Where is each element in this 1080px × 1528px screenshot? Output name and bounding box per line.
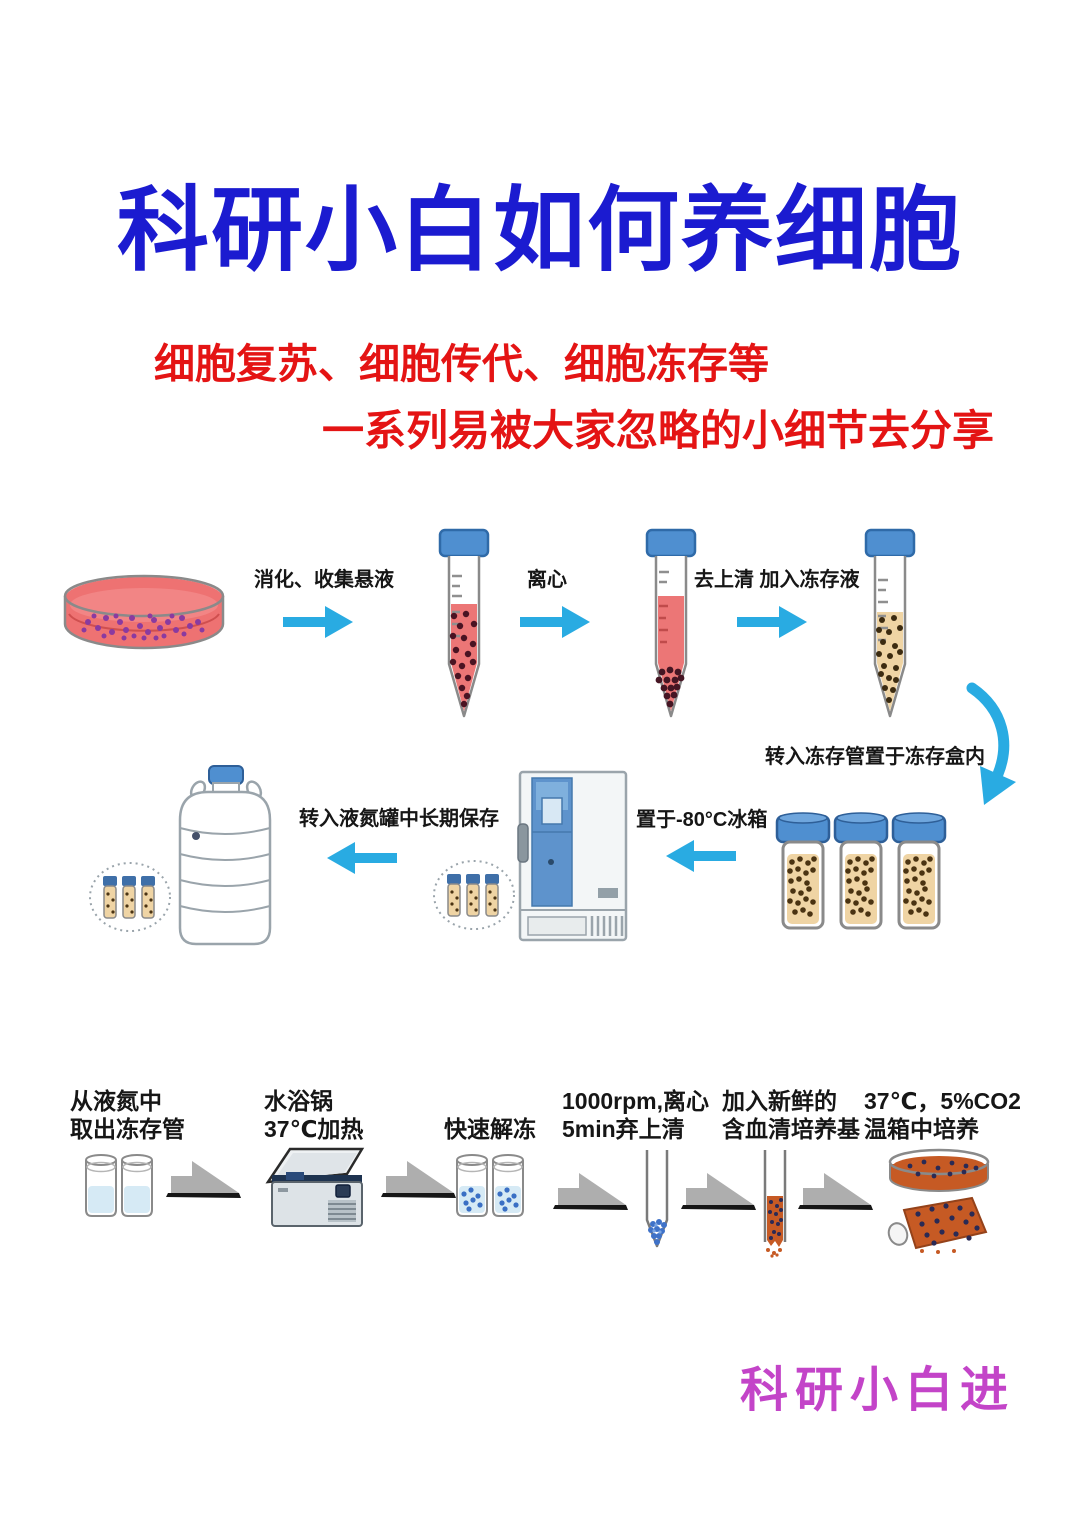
tube-suspension-icon bbox=[438, 528, 490, 718]
step-arrow-icon bbox=[798, 1173, 873, 1210]
petri-dish-icon bbox=[63, 574, 225, 650]
culture-dish-flask-icon bbox=[887, 1148, 990, 1254]
thaw-step5-label-line2: 含血清培养基 bbox=[722, 1116, 860, 1142]
centrifuged-tube-icon bbox=[645, 1150, 669, 1248]
thaw-step3-label: 快速解冻 bbox=[444, 1116, 536, 1142]
step-arrow-icon bbox=[166, 1161, 241, 1198]
arrow-left-icon bbox=[666, 840, 736, 872]
arrow-left-icon bbox=[327, 842, 397, 874]
centrifuge-step-label: 离心 bbox=[527, 569, 567, 591]
tube-pellet-icon bbox=[645, 528, 697, 718]
thaw-step2-label-line1: 水浴锅 bbox=[264, 1088, 333, 1114]
resuspended-tube-icon bbox=[763, 1150, 787, 1258]
arrow-right-icon bbox=[520, 606, 590, 638]
liquid-nitrogen-tank-icon bbox=[178, 765, 272, 946]
arrow-right-icon bbox=[737, 606, 807, 638]
step-arrow-icon bbox=[553, 1173, 628, 1210]
frozen-vial-pair-icon bbox=[85, 1154, 153, 1217]
subtitle-line2: 一系列易被大家忽略的小细节去分享 bbox=[322, 407, 995, 454]
footer-tagline: 科研小白进 bbox=[740, 1364, 1016, 1417]
step-arrow-icon bbox=[681, 1173, 756, 1210]
thaw-step1-label-line1: 从液氮中 bbox=[70, 1088, 162, 1114]
step-arrow-icon bbox=[381, 1161, 456, 1198]
cryobox-vials-circle-icon bbox=[433, 860, 515, 930]
thawed-vial-pair-icon bbox=[456, 1154, 524, 1217]
subtitle-line1: 细胞复苏、细胞传代、细胞冻存等 bbox=[154, 341, 769, 387]
thaw-step1-label-line2: 取出冻存管 bbox=[70, 1116, 185, 1142]
page-title: 科研小白如何养细胞 bbox=[116, 180, 963, 282]
thaw-step4-label-line1: 1000rpm,离心 bbox=[562, 1088, 710, 1114]
ultra-freezer-icon bbox=[517, 770, 628, 942]
freezer-step-label: 置于-80°C冰箱 bbox=[636, 809, 768, 831]
thaw-step5-label-line1: 加入新鲜的 bbox=[722, 1088, 837, 1114]
stored-vials-circle-icon bbox=[89, 862, 171, 932]
cryovial-trio-icon bbox=[775, 811, 947, 930]
supernatant-step-label: 去上清 加入冻存液 bbox=[694, 569, 860, 591]
nitrogen-step-label: 转入液氮罐中长期保存 bbox=[299, 808, 499, 830]
thaw-step6-label-line2: 温箱中培养 bbox=[864, 1116, 979, 1142]
thaw-step4-label-line2: 5min弃上清 bbox=[562, 1116, 685, 1142]
arrow-right-icon bbox=[283, 606, 353, 638]
thaw-step2-label-line2: 37℃加热 bbox=[264, 1116, 364, 1142]
water-bath-icon bbox=[265, 1147, 365, 1227]
transfer-box-label: 转入冻存管置于冻存盒内 bbox=[765, 746, 985, 768]
curved-arrow-down-icon bbox=[966, 682, 1016, 805]
digest-step-label: 消化、收集悬液 bbox=[254, 569, 394, 591]
tube-cryomedium-icon bbox=[864, 528, 916, 718]
thaw-step6-label-line1: 37℃，5%CO2 bbox=[864, 1088, 1021, 1114]
